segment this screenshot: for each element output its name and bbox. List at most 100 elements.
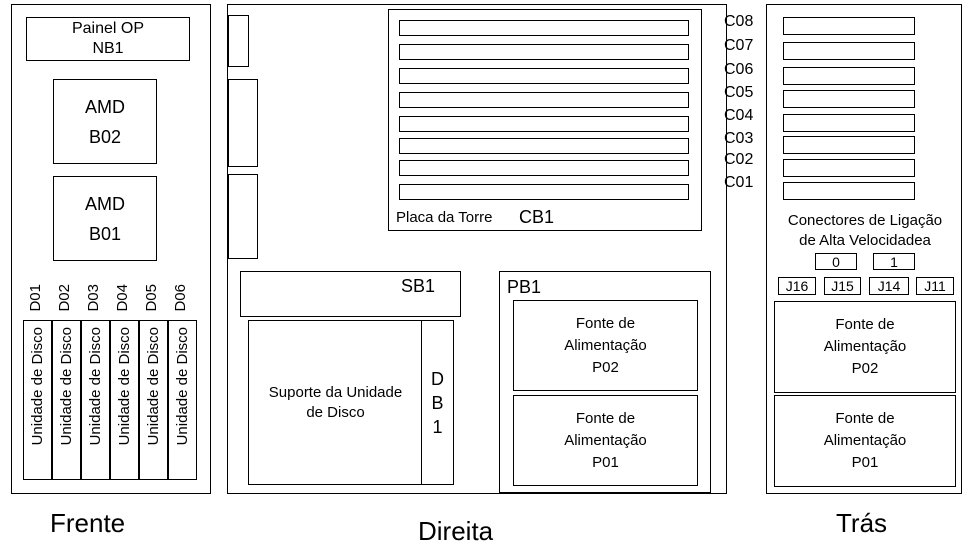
power-supply-id: P02 (592, 358, 619, 376)
side-connector-bottom (228, 174, 258, 259)
back-caption: Trás (836, 508, 888, 538)
db1-char-2: B (431, 392, 444, 413)
disk-drive-text: Unidade de Disco (58, 327, 75, 446)
pb1-label: PB1 (507, 277, 542, 297)
disk-drive-text: Unidade de Disco (145, 327, 162, 446)
drive-label-d02: D02 (56, 284, 73, 312)
card-slot-c08 (783, 17, 915, 35)
hsl-port-0: 0 (815, 253, 857, 270)
card-slot-c01 (783, 182, 915, 200)
card-slot (399, 44, 689, 60)
op-panel-id: NB1 (92, 40, 124, 57)
card-slot (399, 68, 689, 84)
right-view: Placa da Torre CB1 SB1 Suporte da Unidad… (227, 4, 727, 494)
disk-drive-text: Unidade de Disco (87, 327, 104, 446)
slot-label-c07: C07 (724, 37, 754, 54)
slot-label-c05: C05 (724, 84, 754, 101)
power-supply-subtitle: Alimentação (564, 336, 647, 354)
hsl-title-line2: de Alta Velocidadea (799, 232, 931, 249)
jack-j15-label: J15 (831, 278, 854, 294)
power-supply-p01: Fonte de Alimentação P01 (774, 395, 956, 487)
hsl-port-1-label: 1 (890, 253, 898, 270)
disk-drive-text: Unidade de Disco (116, 327, 133, 446)
db1-char-3: 1 (432, 416, 443, 437)
tower-board-id: CB1 (519, 207, 555, 227)
card-slot (399, 116, 689, 132)
jack-j16-label: J16 (785, 278, 809, 294)
disk-drive-bay: Unidade de Disco (23, 320, 52, 480)
amd-b01: AMD B01 (53, 176, 157, 261)
jack-j16: J16 (778, 277, 816, 295)
disk-drive-text: Unidade de Disco (174, 327, 191, 446)
power-supply-title: Fonte de (835, 410, 895, 427)
sb1-board: SB1 (240, 271, 461, 317)
hsl-title-line1: Conectores de Ligação (787, 212, 943, 229)
sb1-label: SB1 (401, 276, 436, 296)
card-slot-c03 (783, 136, 915, 154)
jack-j11-label: J11 (924, 278, 946, 294)
amd-b01-id: B01 (88, 223, 122, 244)
disk-drive-bay: Unidade de Disco (139, 320, 168, 480)
card-slot-c02 (783, 159, 915, 177)
card-slot (399, 184, 689, 200)
amd-b02: AMD B02 (53, 79, 157, 164)
op-panel-title: Painel OP (71, 20, 145, 37)
amd-b02-id: B02 (88, 126, 122, 147)
slot-label-c01: C01 (724, 174, 754, 191)
tower-board-label: Placa da Torre (396, 209, 493, 226)
slot-label-c04: C04 (724, 107, 754, 124)
drive-label-d05: D05 (143, 284, 160, 312)
power-supply-id: P02 (851, 360, 879, 377)
tower-board: Placa da Torre CB1 (388, 9, 702, 231)
jack-j14: J14 (869, 277, 909, 295)
hsl-connectors-title: Conectores de Ligação de Alta Velocidade… (767, 210, 963, 252)
card-slot-c04 (783, 114, 915, 132)
slot-label-c08: C08 (724, 13, 754, 30)
jack-j14-label: J14 (877, 278, 901, 294)
drive-label-d01: D01 (27, 284, 44, 312)
card-slot (399, 138, 689, 154)
power-supply-title: Fonte de (575, 409, 636, 427)
side-connector-top (228, 15, 249, 67)
db1-char-1: D (431, 368, 444, 389)
back-view: Conectores de Ligação de Alta Velocidade… (766, 4, 962, 494)
jack-j11: J11 (916, 277, 954, 295)
disk-drive-bay: Unidade de Disco (81, 320, 110, 480)
disk-drive-bay: Unidade de Disco (110, 320, 139, 480)
power-supply-title: Fonte de (835, 316, 895, 333)
card-slot (399, 160, 689, 176)
drive-label-d04: D04 (114, 284, 131, 312)
right-caption: Direita (418, 516, 494, 546)
power-supply-title: Fonte de (575, 314, 636, 332)
front-view: Painel OP NB1 AMD B02 AMD B01 D01 D02 D0… (11, 4, 211, 494)
jack-j15: J15 (824, 277, 861, 295)
amd-b02-title: AMD (85, 96, 125, 117)
card-slot-c07 (783, 42, 915, 60)
power-supply-subtitle: Alimentação (823, 432, 907, 449)
side-connector-middle (228, 79, 258, 167)
drive-label-d03: D03 (85, 284, 102, 312)
power-supply-id: P01 (851, 454, 879, 471)
power-supply-p02: Fonte de Alimentação P02 (774, 301, 956, 393)
pb1-board: PB1 Fonte de Alimentação P02 Fonte de Al… (499, 271, 711, 493)
disk-unit-support-line2: de Disco (306, 403, 365, 421)
drive-label-d06: D06 (172, 284, 189, 312)
hsl-port-1: 1 (873, 253, 915, 270)
power-supply-p01: Fonte de Alimentação P01 (513, 395, 698, 486)
disk-drive-bay: Unidade de Disco (168, 320, 197, 480)
card-slot (399, 92, 689, 108)
disk-unit-support: Suporte da Unidade de Disco (248, 320, 423, 485)
front-caption: Frente (50, 508, 126, 538)
slot-label-c02: C02 (724, 151, 754, 168)
power-supply-subtitle: Alimentação (564, 431, 647, 449)
disk-unit-support-line1: Suporte da Unidade (268, 383, 403, 401)
card-slot-c05 (783, 90, 915, 108)
card-slot (399, 20, 689, 36)
hsl-port-0-label: 0 (832, 253, 840, 270)
disk-drive-text: Unidade de Disco (29, 327, 46, 446)
op-panel: Painel OP NB1 (26, 17, 190, 61)
disk-drive-bay: Unidade de Disco (52, 320, 81, 480)
db1-backplane: D B 1 (421, 320, 454, 485)
power-supply-subtitle: Alimentação (823, 338, 907, 355)
amd-b01-title: AMD (85, 193, 125, 214)
